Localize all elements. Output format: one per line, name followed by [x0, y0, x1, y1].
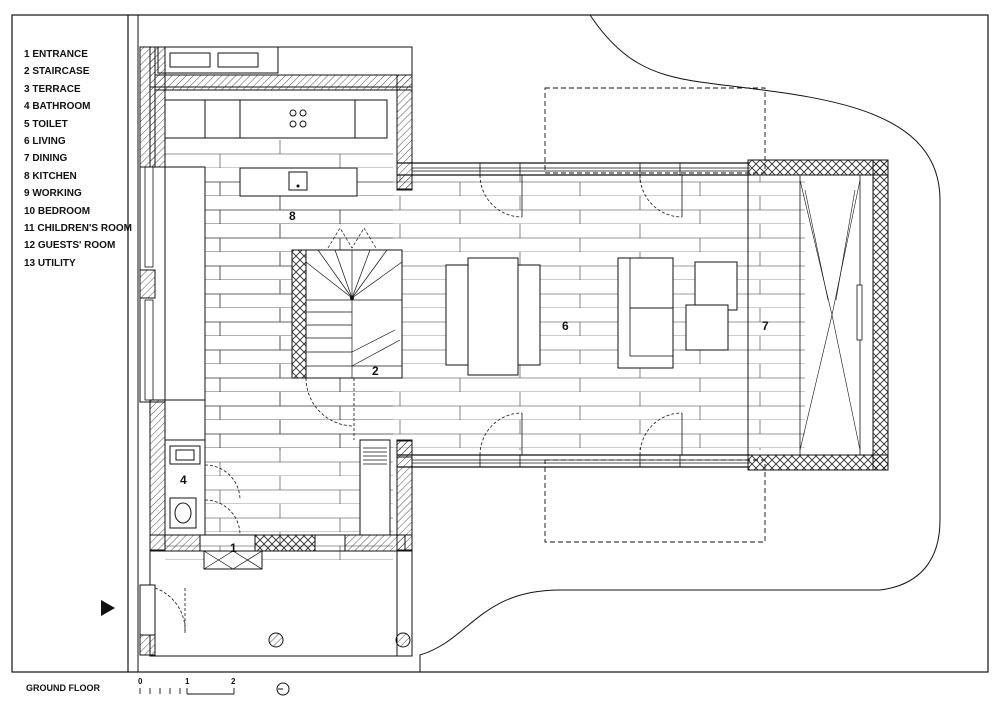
legend: 1 ENTRANCE 2 STAIRCASE 3 TERRACE 4 BATHR…: [24, 46, 132, 272]
entry-arrow-icon: [101, 600, 115, 616]
room-number-kitchen: 8: [289, 209, 296, 223]
legend-item: 8 KITCHEN: [24, 170, 77, 182]
legend-item: 5 TOILET: [24, 118, 68, 130]
wall-cabinet: [164, 166, 206, 403]
dining-table: [467, 257, 519, 376]
terrace-top: [544, 87, 766, 174]
legend-item: 10 BEDROOM: [24, 205, 91, 217]
room-number-bathroom: 4: [180, 473, 187, 487]
room-number-dining: 7: [762, 319, 769, 333]
legend-item: 7 DINING: [24, 153, 68, 165]
legend-item: 11 CHILDREN'S ROOM: [24, 223, 132, 235]
north-arrow-icon: [276, 682, 290, 696]
page-frame: [11, 14, 989, 673]
room-number-living: 6: [562, 319, 569, 333]
legend-item: 13 UTILITY: [24, 257, 76, 269]
legend-item: 12 GUESTS' ROOM: [24, 240, 116, 252]
site-boundary: [419, 14, 941, 672]
room-number-entrance: 1: [230, 541, 237, 555]
svg-text:1: 1: [185, 677, 190, 686]
legend-item: 4 BATHROOM: [24, 101, 91, 113]
scale-bar: 0 1 2: [138, 677, 236, 695]
svg-text:0: 0: [138, 677, 143, 686]
legend-item: 1 ENTRANCE: [24, 49, 88, 60]
kitchen-island: [239, 167, 358, 197]
room-number-staircase: 2: [372, 364, 379, 378]
sofa: [617, 257, 674, 369]
legend-item: 6 LIVING: [24, 136, 66, 148]
legend-item: 9 WORKING: [24, 188, 82, 200]
svg-text:2: 2: [231, 677, 236, 686]
staircase: [291, 249, 403, 379]
legend-item: 3 TERRACE: [24, 83, 81, 95]
terrace-bottom: [544, 459, 766, 543]
legend-item: 2 STAIRCASE: [24, 66, 90, 78]
drawing-title: GROUND FLOOR: [26, 683, 100, 693]
